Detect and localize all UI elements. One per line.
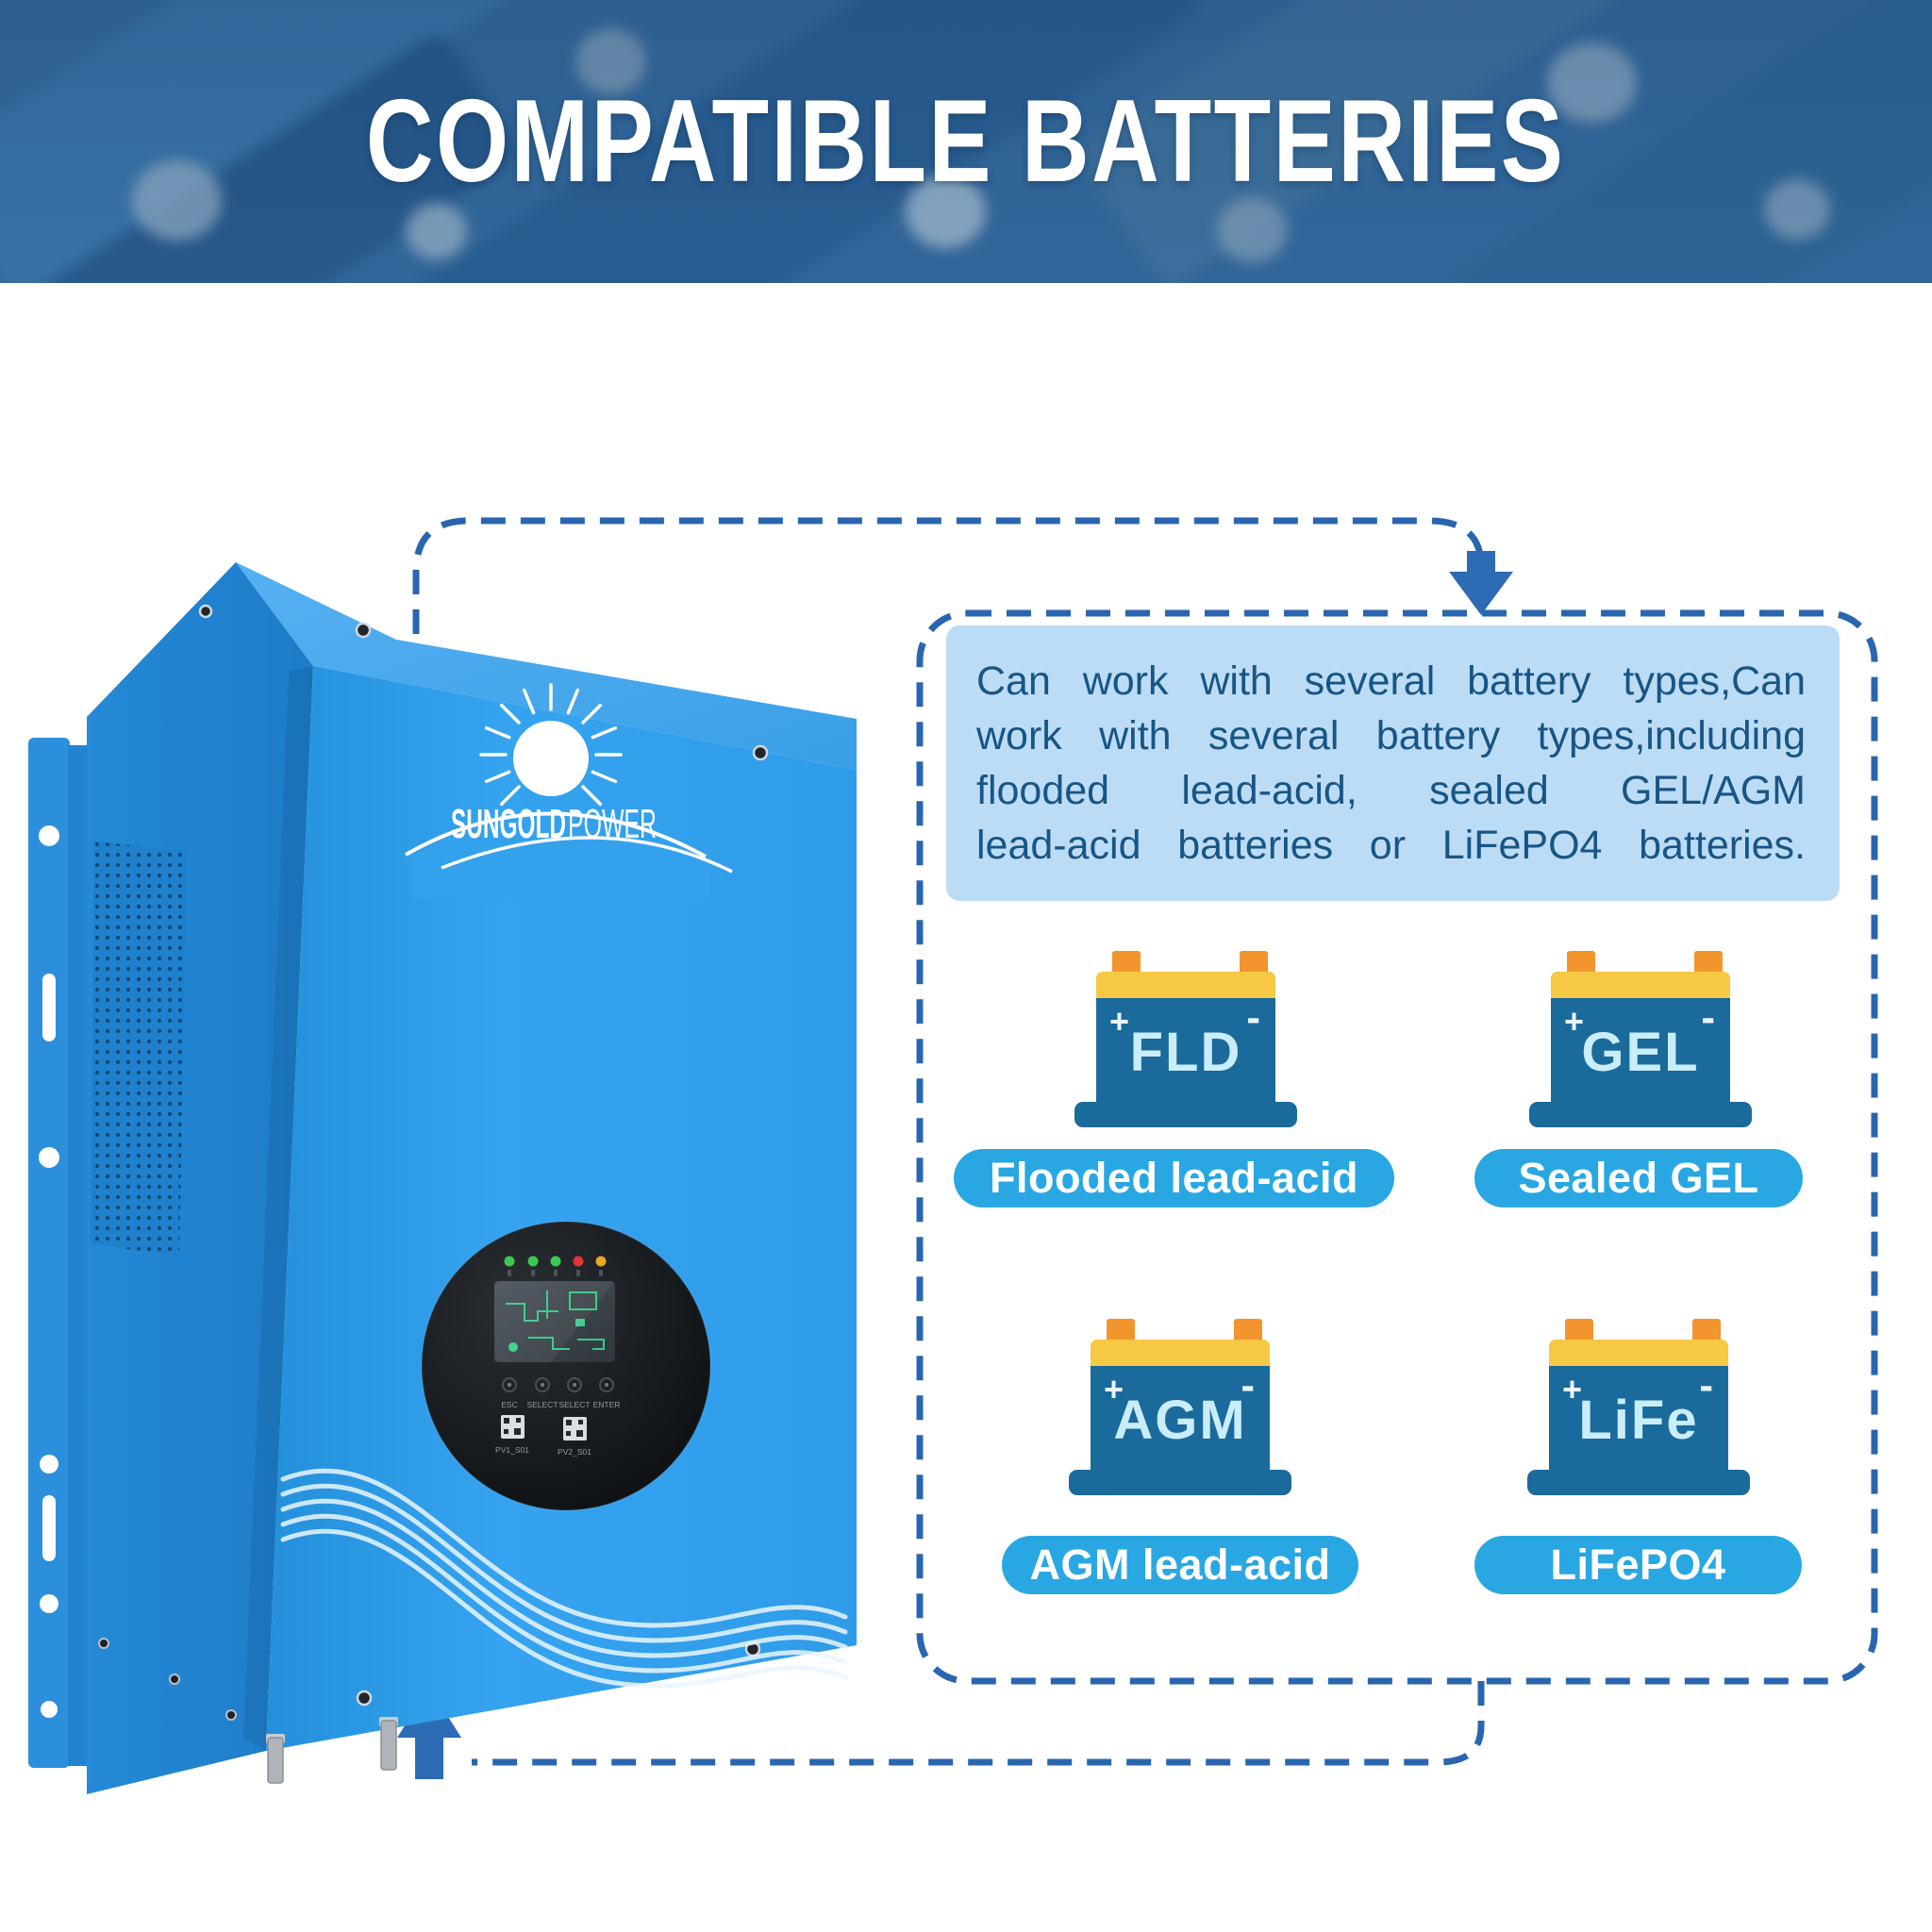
- battery-terminal-icon: [1694, 951, 1723, 975]
- battery-base: [1529, 1102, 1752, 1127]
- description-panel: Can work with several battery types,Can …: [946, 625, 1840, 901]
- bottom-connectors: [266, 1717, 398, 1784]
- battery-cap: [1551, 972, 1730, 998]
- plus-sign: +: [1564, 1002, 1585, 1041]
- battery-terminal-icon: [1240, 951, 1268, 975]
- banner-decor: [1217, 198, 1288, 262]
- battery-terminal-icon: [1112, 951, 1141, 975]
- top-connector-arrow: [412, 517, 1513, 634]
- inverter-front-panel: [266, 666, 857, 1751]
- banner-decor: [406, 203, 467, 259]
- button-label-select1: SELECT: [526, 1400, 558, 1409]
- battery-icon-gel: + - GEL: [1527, 951, 1754, 1130]
- banner-decor: [1764, 179, 1830, 240]
- description-line: work with several battery types,includin…: [976, 713, 1806, 758]
- minus-sign: -: [1699, 1362, 1713, 1408]
- battery-body: + - AGM: [1091, 1362, 1270, 1475]
- battery-terminal-icon: [1107, 1319, 1135, 1343]
- battery-terminal-icon: [1692, 1319, 1721, 1343]
- battery-icon-agm: + - AGM: [1067, 1319, 1293, 1498]
- battery-terminal-icon: [1234, 1319, 1262, 1343]
- down-arrow-icon: [1449, 551, 1513, 615]
- battery-cap: [1096, 972, 1275, 998]
- plus-sign: +: [1109, 1002, 1130, 1041]
- control-display: ESC SELECT SELECT ENTER: [421, 1221, 711, 1511]
- battery-label-life: LiFePO4: [1474, 1536, 1802, 1594]
- inverter-top-panel: [236, 562, 857, 770]
- battery-cap: [1091, 1340, 1270, 1366]
- battery-code: LiFe: [1578, 1390, 1699, 1451]
- port-stickers: PV1_S01 PV2_S01: [495, 1415, 591, 1457]
- banner-decor: [132, 160, 222, 241]
- battery-icon-life: + - LiFe: [1525, 1319, 1752, 1498]
- battery-base: [1069, 1470, 1291, 1495]
- mounting-bracket: [28, 738, 89, 1768]
- screws: [198, 604, 769, 1707]
- sun-icon: [479, 683, 623, 807]
- battery-code: AGM: [1113, 1390, 1247, 1451]
- header-banner: COMPATIBLE BATTERIES: [0, 0, 1932, 283]
- page-title-text: COMPATIBLE BATTERIES: [366, 76, 1566, 207]
- button-label-select2: SELECT: [558, 1400, 590, 1409]
- button-label-esc: ESC: [501, 1400, 517, 1409]
- battery-label-fld: Flooded lead-acid: [954, 1149, 1394, 1208]
- battery-label-gel: Sealed GEL: [1474, 1149, 1803, 1208]
- wave-lines: [280, 1468, 848, 1689]
- inverter-unit: SUNGOLD POWER: [28, 562, 857, 1794]
- brand-text-sungold: SUNGOLD: [451, 801, 566, 847]
- banner-decor: [1547, 42, 1637, 123]
- button-label-enter: ENTER: [593, 1400, 621, 1409]
- brand-text-power: POWER: [568, 801, 657, 847]
- page-title: COMPATIBLE BATTERIES: [0, 0, 1932, 283]
- minus-sign: -: [1246, 994, 1260, 1041]
- banner-decor: [575, 28, 646, 94]
- battery-body: + - GEL: [1551, 994, 1730, 1108]
- banner-tint: [0, 0, 1932, 283]
- minus-sign: -: [1241, 1362, 1255, 1408]
- battery-base: [1074, 1102, 1297, 1127]
- inverter-side-panel: [87, 562, 313, 1794]
- plus-sign: +: [1104, 1370, 1124, 1408]
- up-arrow-icon: [397, 1687, 461, 1779]
- battery-body: + - FLD: [1096, 994, 1275, 1108]
- battery-icon-fld: + - FLD: [1073, 951, 1299, 1130]
- battery-terminal-icon: [1567, 951, 1595, 975]
- bottom-connector-arrow: [397, 1681, 1485, 1779]
- port-label-pv2: PV2_S01: [558, 1447, 591, 1457]
- port-label-pv1: PV1_S01: [495, 1445, 529, 1455]
- banner-decor: [906, 175, 986, 248]
- description-line: flooded lead-acid, sealed GEL/AGM: [976, 768, 1806, 813]
- minus-sign: -: [1701, 994, 1715, 1041]
- description-line: lead-acid batteries or LiFePO4 batteries…: [976, 823, 1806, 868]
- battery-body: + - LiFe: [1549, 1362, 1728, 1475]
- battery-base: [1527, 1470, 1750, 1495]
- battery-cap: [1549, 1340, 1728, 1366]
- battery-label-agm: AGM lead-acid: [1002, 1536, 1358, 1594]
- description-line: Can work with several battery types,Can: [976, 658, 1806, 704]
- display-buttons: ESC SELECT SELECT ENTER: [501, 1377, 621, 1409]
- battery-code: GEL: [1581, 1022, 1700, 1083]
- lcd-screen: [494, 1281, 615, 1362]
- sungoldpower-logo: SUNGOLD POWER: [405, 683, 733, 898]
- status-leds: [504, 1256, 607, 1276]
- battery-terminal-icon: [1565, 1319, 1593, 1343]
- battery-code: FLD: [1129, 1022, 1242, 1083]
- plus-sign: +: [1562, 1370, 1583, 1408]
